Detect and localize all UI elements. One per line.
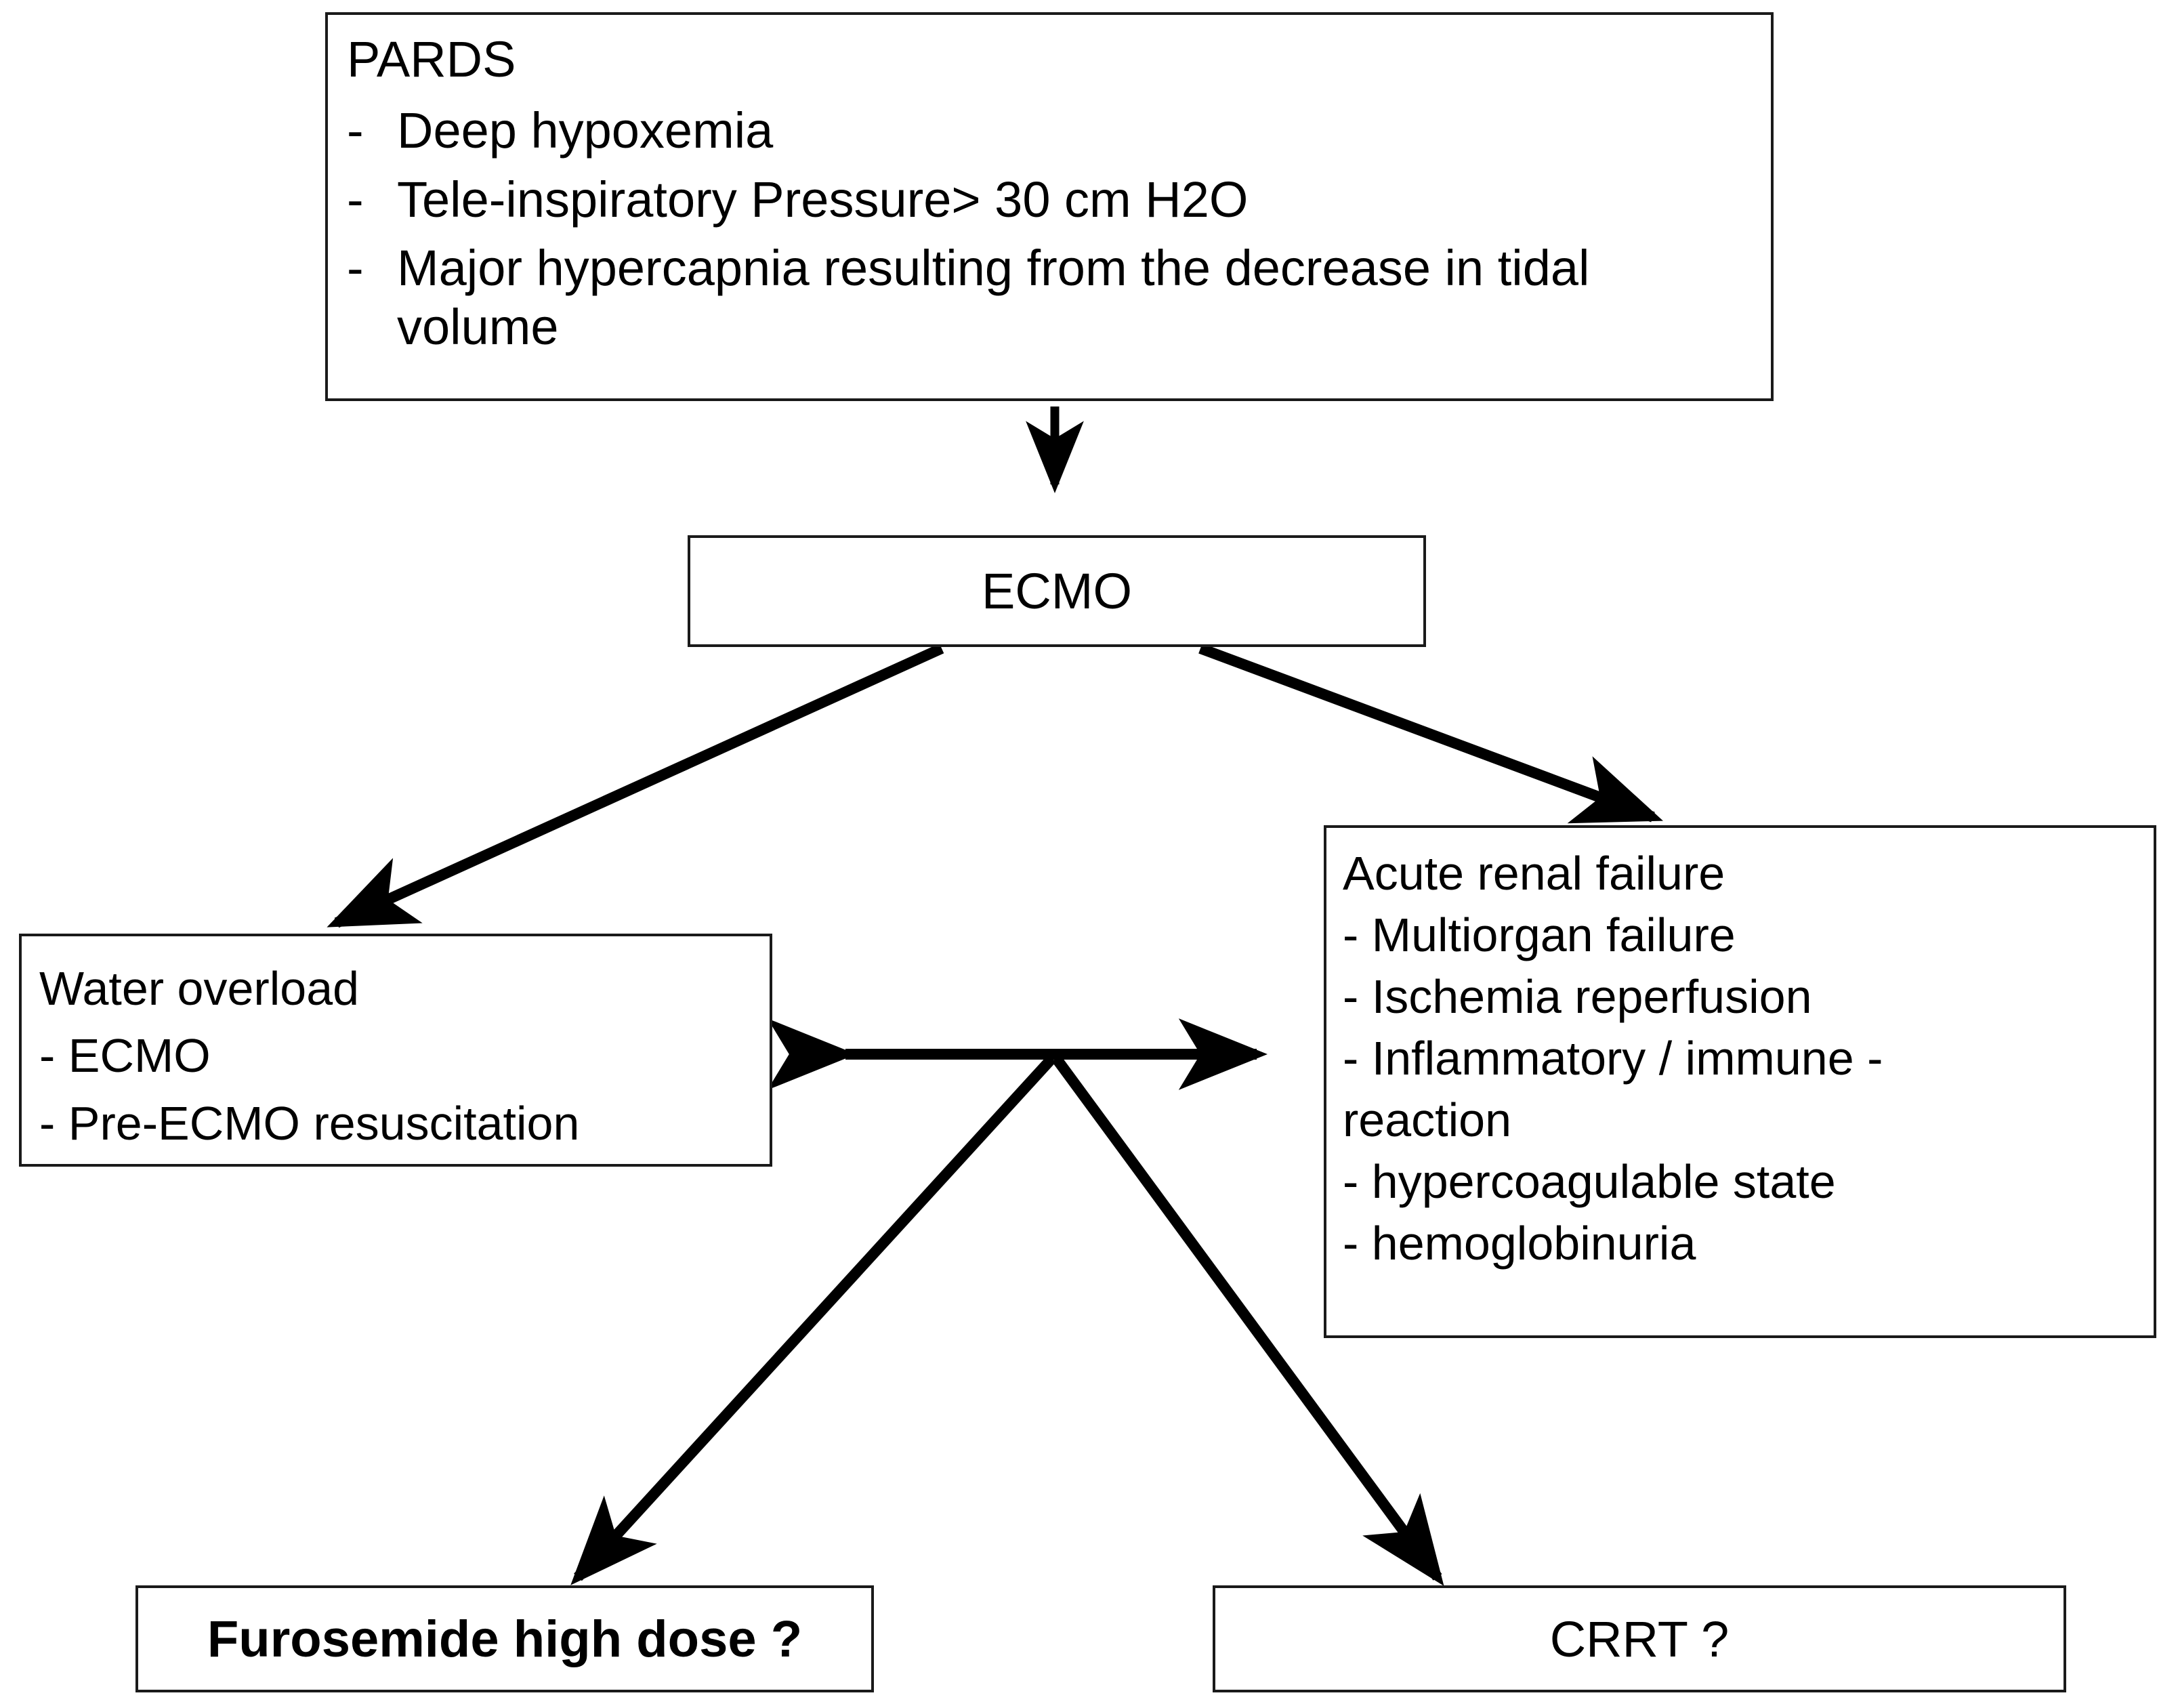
node-water-overload-line-2: - Pre-ECMO resuscitation	[39, 1096, 580, 1150]
node-acute-renal-failure-line-3: - Inflammatory / immune -	[1343, 1032, 1883, 1085]
node-acute-renal-failure-line-5: - hypercoagulable state	[1343, 1155, 1836, 1208]
node-pards-bullet-3: - Major hypercapnia resulting from the d…	[347, 238, 1752, 357]
node-pards[interactable]: PARDS - Deep hypoxemia - Tele-inspirator…	[325, 12, 1774, 401]
node-acute-renal-failure-line-1: - Multiorgan failure	[1343, 909, 1736, 961]
node-crrt-label: CRRT ?	[1549, 1610, 1730, 1667]
node-pards-title: PARDS	[347, 31, 516, 87]
bullet-dash-icon: -	[347, 102, 364, 159]
node-water-overload-title: Water overload	[39, 962, 360, 1015]
node-crrt[interactable]: CRRT ?	[1213, 1585, 2066, 1692]
node-pards-bullet-2-text: Tele-inspiratory Pressure> 30 cm H2O	[397, 171, 1249, 228]
bullet-dash-icon: -	[347, 171, 364, 228]
node-acute-renal-failure-line-4: reaction	[1343, 1093, 1512, 1146]
node-furosemide-label: Furosemide high dose ?	[207, 1610, 803, 1668]
arrow-ecmo-to-acute-renal-failure	[1198, 643, 1663, 824]
node-pards-bullet-3-text: Major hypercapnia resulting from the dec…	[397, 239, 1590, 356]
node-water-overload[interactable]: Water overload - ECMO - Pre-ECMO resusci…	[19, 934, 772, 1167]
node-acute-renal-failure[interactable]: Acute renal failure - Multiorgan failure…	[1324, 825, 2156, 1338]
node-pards-bullet-1: - Deep hypoxemia	[347, 101, 1752, 160]
node-acute-renal-failure-line-6: - hemoglobinuria	[1343, 1217, 1696, 1270]
node-pards-bullet-2: - Tele-inspiratory Pressure> 30 cm H2O	[347, 170, 1752, 229]
bullet-dash-icon: -	[347, 239, 364, 296]
node-ecmo-label: ECMO	[982, 563, 1132, 619]
node-acute-renal-failure-title: Acute renal failure	[1343, 847, 1725, 900]
node-ecmo[interactable]: ECMO	[688, 535, 1426, 647]
node-water-overload-line-1: - ECMO	[39, 1029, 211, 1083]
arrow-ecmo-to-water-overload	[327, 643, 944, 928]
node-pards-bullet-1-text: Deep hypoxemia	[397, 102, 774, 159]
node-acute-renal-failure-line-2: - Ischemia reperfusion	[1343, 970, 1812, 1023]
node-furosemide[interactable]: Furosemide high dose ?	[135, 1585, 874, 1692]
